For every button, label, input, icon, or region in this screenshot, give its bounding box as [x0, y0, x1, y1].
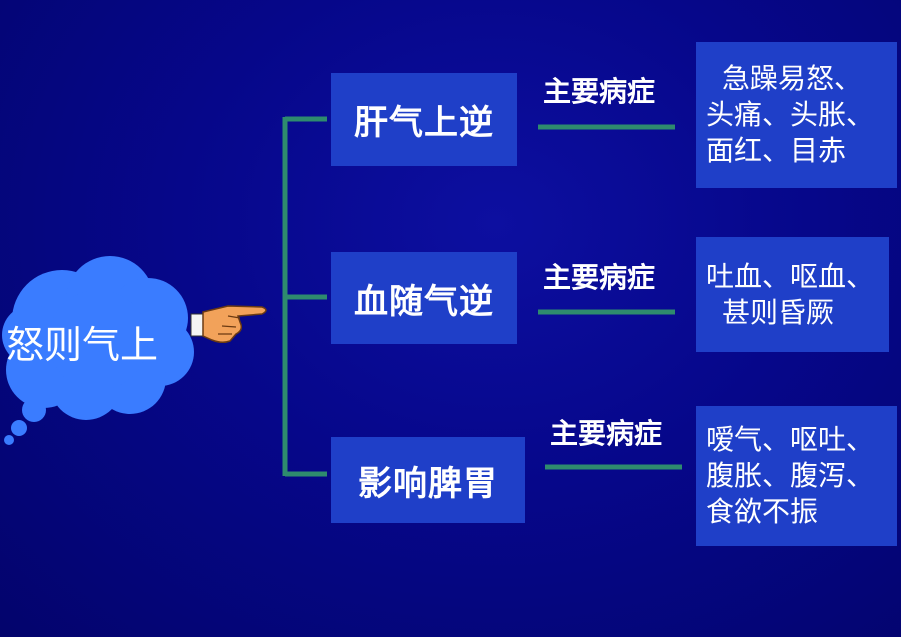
symptom-box: 急躁易怒、 头痛、头胀、 面红、目赤	[696, 42, 897, 188]
branch-title: 血随气逆	[354, 281, 494, 322]
root-concept: 怒则气上	[6, 323, 159, 367]
branch-box-blood-qi: 血随气逆	[331, 252, 517, 344]
branch-title: 影响脾胃	[358, 463, 498, 504]
symptom-box: 吐血、呕血、 甚则昏厥	[696, 237, 889, 352]
branch-box-liver-qi: 肝气上逆	[331, 73, 517, 166]
symptom-line: 吐血、呕血、	[706, 259, 875, 293]
connector-label: 主要病症	[550, 417, 663, 450]
symptom-line: 腹胀、腹泻、	[706, 459, 875, 492]
connector-label: 主要病症	[543, 75, 656, 108]
symptom-box: 嗳气、呕吐、 腹胀、腹泻、 食欲不振	[696, 406, 897, 546]
branch-title: 肝气上逆	[354, 103, 494, 143]
symptom-line: 嗳气、呕吐、	[706, 423, 875, 456]
symptom-line: 食欲不振	[706, 495, 819, 528]
branch-box-spleen-stomach: 影响脾胃	[331, 437, 525, 523]
symptom-line: 面红、目赤	[706, 134, 847, 167]
symptom-line: 头痛、头胀、	[706, 98, 875, 131]
connector-label: 主要病症	[543, 261, 656, 294]
symptom-line: 甚则昏厥	[722, 295, 835, 329]
symptom-line: 急躁易怒、	[722, 62, 863, 95]
